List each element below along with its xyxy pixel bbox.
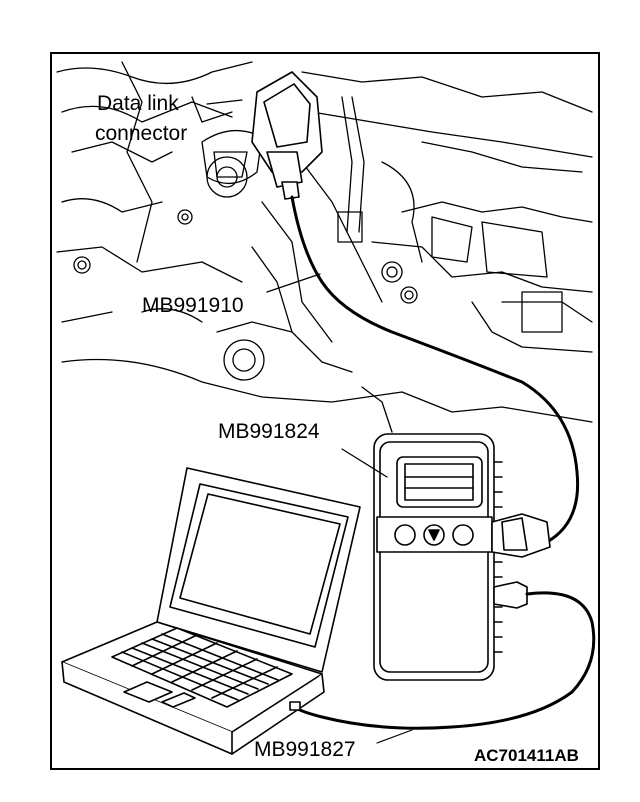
cable-mb991910 <box>290 195 580 544</box>
leader-lines <box>206 99 413 744</box>
cable-mb991827 <box>292 591 596 730</box>
figure-code: AC701411AB <box>474 746 579 765</box>
label-data-link-connector-line2: connector <box>95 122 188 145</box>
label-mb991827: MB991827 <box>254 738 356 761</box>
diagram-illustration <box>56 61 596 755</box>
label-data-link-connector-line1: Data link <box>97 92 179 115</box>
label-mb991824: MB991824 <box>218 420 320 443</box>
diagram-frame: Data link connector MB991910 MB991824 MB… <box>50 52 600 770</box>
data-link-connector <box>251 71 323 200</box>
laptop-pc <box>61 467 361 755</box>
scan-tool-mb991824 <box>373 433 551 681</box>
label-mb991910: MB991910 <box>142 294 244 317</box>
engine-bay-sketch <box>56 61 593 433</box>
